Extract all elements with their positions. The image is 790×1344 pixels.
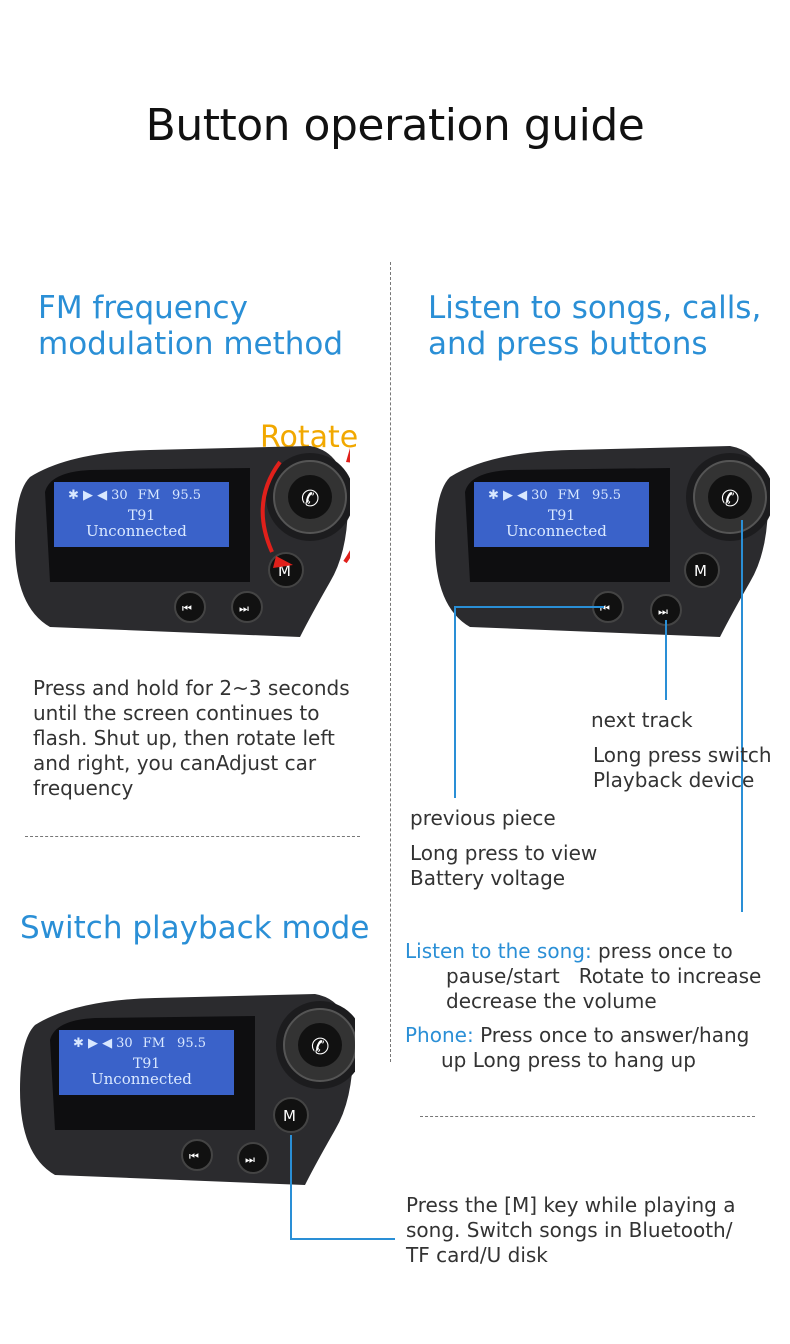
fm-desc-line: until the screen continues to <box>33 701 320 725</box>
next-connector-v <box>665 620 667 700</box>
lcd-model: T91 <box>128 508 155 524</box>
listen-heading: Listen to songs, calls, and press button… <box>428 290 761 362</box>
fm-desc-line: flash. Shut up, then rotate left <box>33 726 335 750</box>
phone-text-line: Press once to answer/hang <box>480 1023 750 1047</box>
fm-desc-line: Press and hold for 2~3 seconds <box>33 676 350 700</box>
m-connector-v <box>290 1135 292 1239</box>
switch-description: Press the [M] key while playing a song. … <box>406 1193 735 1268</box>
svg-text:⏮: ⏮ <box>600 602 610 615</box>
svg-text:⏭: ⏭ <box>658 605 668 618</box>
listen-heading-line2: and press buttons <box>428 326 708 362</box>
fm-desc-line: frequency <box>33 776 134 800</box>
long-press-switch: Long press switch Playback device <box>593 743 772 793</box>
lcd-status: Unconnected <box>86 522 187 540</box>
switch-desc-line: Press the [M] key while playing a <box>406 1193 736 1217</box>
song-text-line: press once to <box>598 939 733 963</box>
fm-heading-line2: modulation method <box>38 326 344 362</box>
left-divider <box>25 836 360 837</box>
lcd-model: T91 <box>548 508 575 524</box>
m-key: M <box>283 1107 296 1125</box>
m-connector-h <box>290 1238 395 1240</box>
listen-heading-line1: Listen to songs, calls, <box>428 290 762 326</box>
next-track-label: next track <box>591 708 693 732</box>
phone-instructions: Phone: Press once to answer/hang up Long… <box>405 1023 785 1073</box>
prev-connector-v <box>454 606 456 798</box>
knob-connector-v <box>741 520 743 912</box>
long-press-switch-line: Long press switch <box>593 743 772 767</box>
long-press-switch-line: Playback device <box>593 768 755 792</box>
prev-connector-h <box>454 606 604 608</box>
svg-text:⏮: ⏮ <box>182 602 192 615</box>
phone-label: Phone: <box>405 1023 474 1047</box>
page-title: Button operation guide <box>145 100 645 151</box>
switch-desc-line: TF card/U disk <box>406 1243 548 1267</box>
svg-text:⏮: ⏮ <box>189 1150 199 1163</box>
lcd-status: Unconnected <box>91 1070 192 1088</box>
previous-piece-label: previous piece <box>410 806 556 830</box>
song-instructions: Listen to the song: press once to pause/… <box>405 939 785 1014</box>
right-divider <box>420 1116 755 1117</box>
switch-heading: Switch playback mode <box>20 910 370 946</box>
song-text-line: decrease the volume <box>446 989 657 1013</box>
fm-description: Press and hold for 2~3 seconds until the… <box>33 676 350 801</box>
svg-text:✆: ✆ <box>311 1035 329 1060</box>
switch-desc-line: song. Switch songs in Bluetooth/ <box>406 1218 733 1242</box>
song-text-line: pause/start Rotate to increase <box>446 964 762 988</box>
long-press-view-line: Long press to view <box>410 841 598 865</box>
svg-text:⏭: ⏭ <box>245 1153 255 1166</box>
svg-text:✆: ✆ <box>721 487 739 512</box>
lcd-status: Unconnected <box>506 522 607 540</box>
lcd-model: T91 <box>133 1056 160 1072</box>
song-label: Listen to the song: <box>405 939 592 963</box>
long-press-view-line: Battery voltage <box>410 866 566 890</box>
long-press-view: Long press to view Battery voltage <box>410 841 597 891</box>
vertical-divider <box>390 262 391 1062</box>
phone-text-line: up Long press to hang up <box>441 1048 696 1072</box>
svg-text:⏭: ⏭ <box>239 602 249 615</box>
fm-heading: FM frequency modulation method <box>38 290 343 362</box>
svg-text:✆: ✆ <box>301 487 319 512</box>
fm-desc-line: and right, you canAdjust car <box>33 751 317 775</box>
fm-heading-line1: FM frequency <box>38 290 248 326</box>
m-key: M <box>694 562 707 580</box>
